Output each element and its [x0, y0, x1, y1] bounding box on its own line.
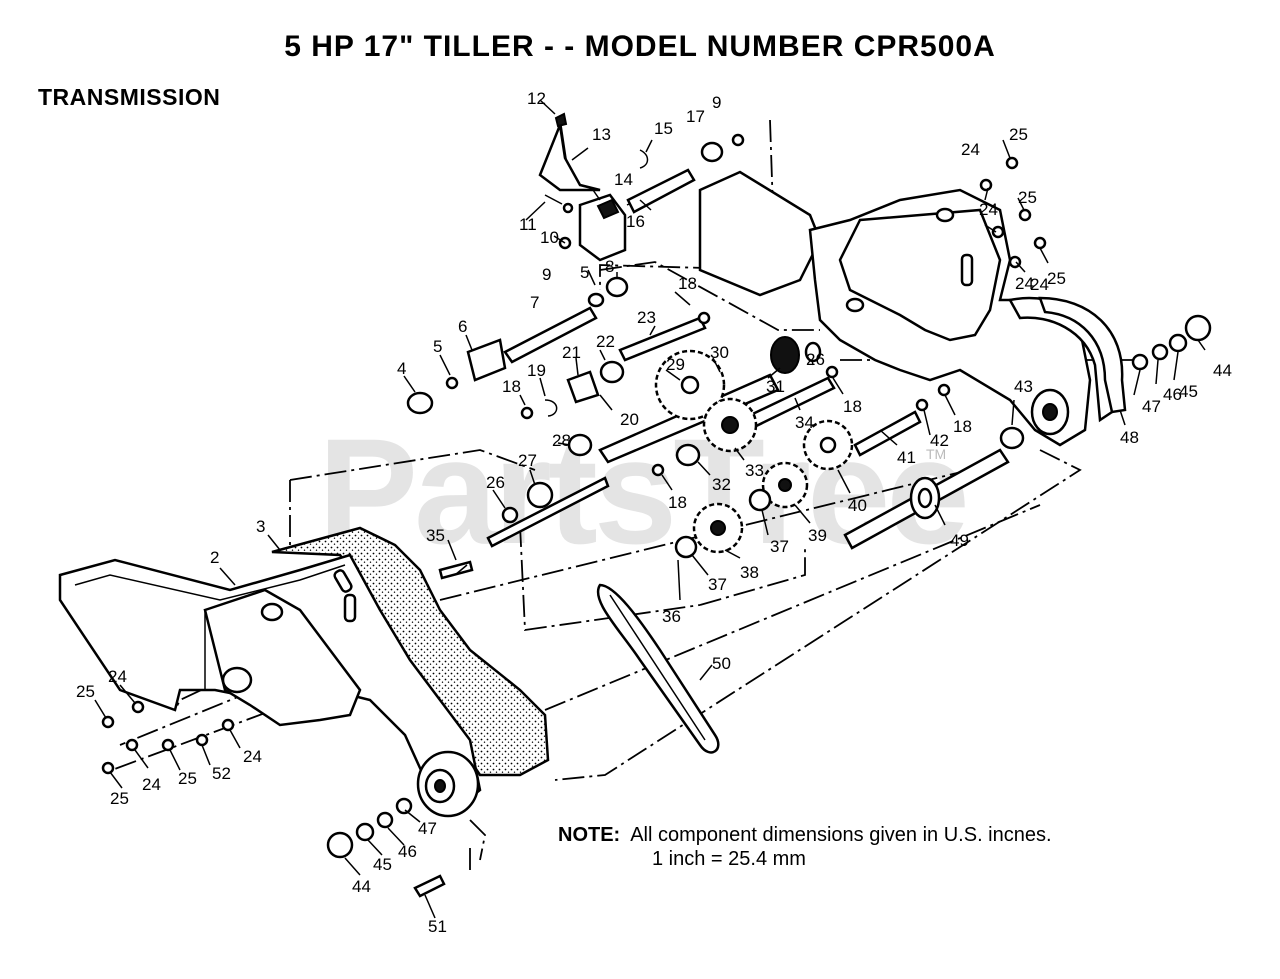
- callout-28: 28: [552, 431, 571, 450]
- callout-25: 25: [1009, 125, 1028, 144]
- callout-50: 50: [712, 654, 731, 673]
- callout-24: 24: [243, 747, 262, 766]
- callout-25: 25: [76, 682, 95, 701]
- callout-25: 25: [110, 789, 129, 808]
- callout-3: 3: [256, 517, 265, 536]
- sprocket-33: [702, 397, 758, 453]
- callout-15: 15: [654, 119, 673, 138]
- callout-36: 36: [662, 607, 681, 626]
- shift-lever-assembly: [538, 112, 745, 262]
- callout-34: 34: [795, 413, 814, 432]
- callout-46: 46: [1163, 385, 1182, 404]
- left-housing-half: [58, 526, 550, 812]
- callout-20: 20: [620, 410, 639, 429]
- callout-24: 24: [1015, 274, 1034, 293]
- callout-30: 30: [710, 343, 729, 362]
- diagram-title: 5 HP 17" TILLER - - MODEL NUMBER CPR500A: [284, 30, 996, 63]
- callout-12: 12: [527, 89, 546, 108]
- callout-38: 38: [740, 563, 759, 582]
- note-dimensions-text: All component dimensions given in U.S. i…: [630, 824, 1052, 846]
- callout-16: 16: [626, 212, 645, 231]
- callout-45: 45: [1179, 382, 1198, 401]
- callout-18: 18: [953, 417, 972, 436]
- callout-39: 39: [808, 526, 827, 545]
- callout-35: 35: [426, 526, 445, 545]
- callout-17: 17: [686, 107, 705, 126]
- right-housing-half: [698, 170, 1117, 447]
- callout-45: 45: [373, 855, 392, 874]
- callout-5: 5: [580, 263, 589, 282]
- drive-chain: [596, 583, 720, 754]
- callout-25: 25: [1018, 188, 1037, 207]
- callout-32: 32: [712, 475, 731, 494]
- callout-18: 18: [668, 493, 687, 512]
- callout-24: 24: [961, 140, 980, 159]
- callout-21: 21: [562, 343, 581, 362]
- callout-40: 40: [848, 496, 867, 515]
- callout-52: 52: [212, 764, 231, 783]
- callout-27: 27: [518, 451, 537, 470]
- callout-42: 42: [930, 431, 949, 450]
- callout-33: 33: [745, 461, 764, 480]
- callout-6: 6: [458, 317, 467, 336]
- callout-44: 44: [352, 877, 371, 896]
- callout-31: 31: [766, 377, 785, 396]
- note-line-2: 1 inch = 25.4 mm: [652, 848, 806, 870]
- callout-49: 49: [950, 531, 969, 550]
- callout-5: 5: [433, 337, 442, 356]
- callout-9: 9: [542, 265, 551, 284]
- callout-46: 46: [398, 842, 417, 861]
- callout-41: 41: [897, 448, 916, 467]
- callout-4: 4: [397, 359, 406, 378]
- callout-44: 44: [1213, 361, 1232, 380]
- callout-43: 43: [1014, 377, 1033, 396]
- callout-37: 37: [770, 537, 789, 556]
- gear-31: [770, 336, 800, 374]
- callout-10: 10: [540, 228, 559, 247]
- callout-13: 13: [592, 125, 611, 144]
- gears-and-sprockets: [406, 336, 1025, 576]
- callout-25: 25: [178, 769, 197, 788]
- callout-9: 9: [712, 93, 721, 112]
- sprocket-29: [654, 349, 726, 421]
- nuts-and-washers: [101, 156, 1047, 775]
- callout-7: 7: [530, 293, 539, 312]
- callout-19: 19: [527, 361, 546, 380]
- callout-51: 51: [428, 917, 447, 936]
- callout-47: 47: [1142, 397, 1161, 416]
- callout-25: 25: [1047, 269, 1066, 288]
- callout-leaders: [94, 99, 1206, 919]
- callout-24: 24: [108, 667, 127, 686]
- callout-29: 29: [666, 355, 685, 374]
- right-hardware-stack: [1038, 296, 1212, 414]
- callout-8: 8: [605, 257, 614, 276]
- axle-hub-49: [909, 476, 941, 520]
- callout-22: 22: [596, 332, 615, 351]
- note-prefix: NOTE:: [558, 824, 621, 846]
- callout-14: 14: [614, 170, 633, 189]
- callout-24: 24: [979, 200, 998, 219]
- section-heading: TRANSMISSION: [38, 84, 221, 110]
- callout-26: 26: [806, 350, 825, 369]
- callout-18: 18: [502, 377, 521, 396]
- callout-11: 11: [519, 215, 537, 234]
- callout-2: 2: [210, 548, 219, 567]
- left-end-pulley: [416, 750, 480, 818]
- callout-23: 23: [637, 308, 656, 327]
- callout-47: 47: [418, 819, 437, 838]
- callout-48: 48: [1120, 428, 1139, 447]
- left-hardware-stack: [326, 797, 446, 898]
- watermark-trademark: TM: [926, 446, 947, 462]
- callout-26: 26: [486, 473, 505, 492]
- callout-18: 18: [843, 397, 862, 416]
- callout-24: 24: [142, 775, 161, 794]
- callout-18: 18: [678, 274, 697, 293]
- note-line-1: NOTE: All component dimensions given in U…: [558, 824, 1052, 847]
- callout-24: 24: [1030, 275, 1049, 294]
- callout-37: 37: [708, 575, 727, 594]
